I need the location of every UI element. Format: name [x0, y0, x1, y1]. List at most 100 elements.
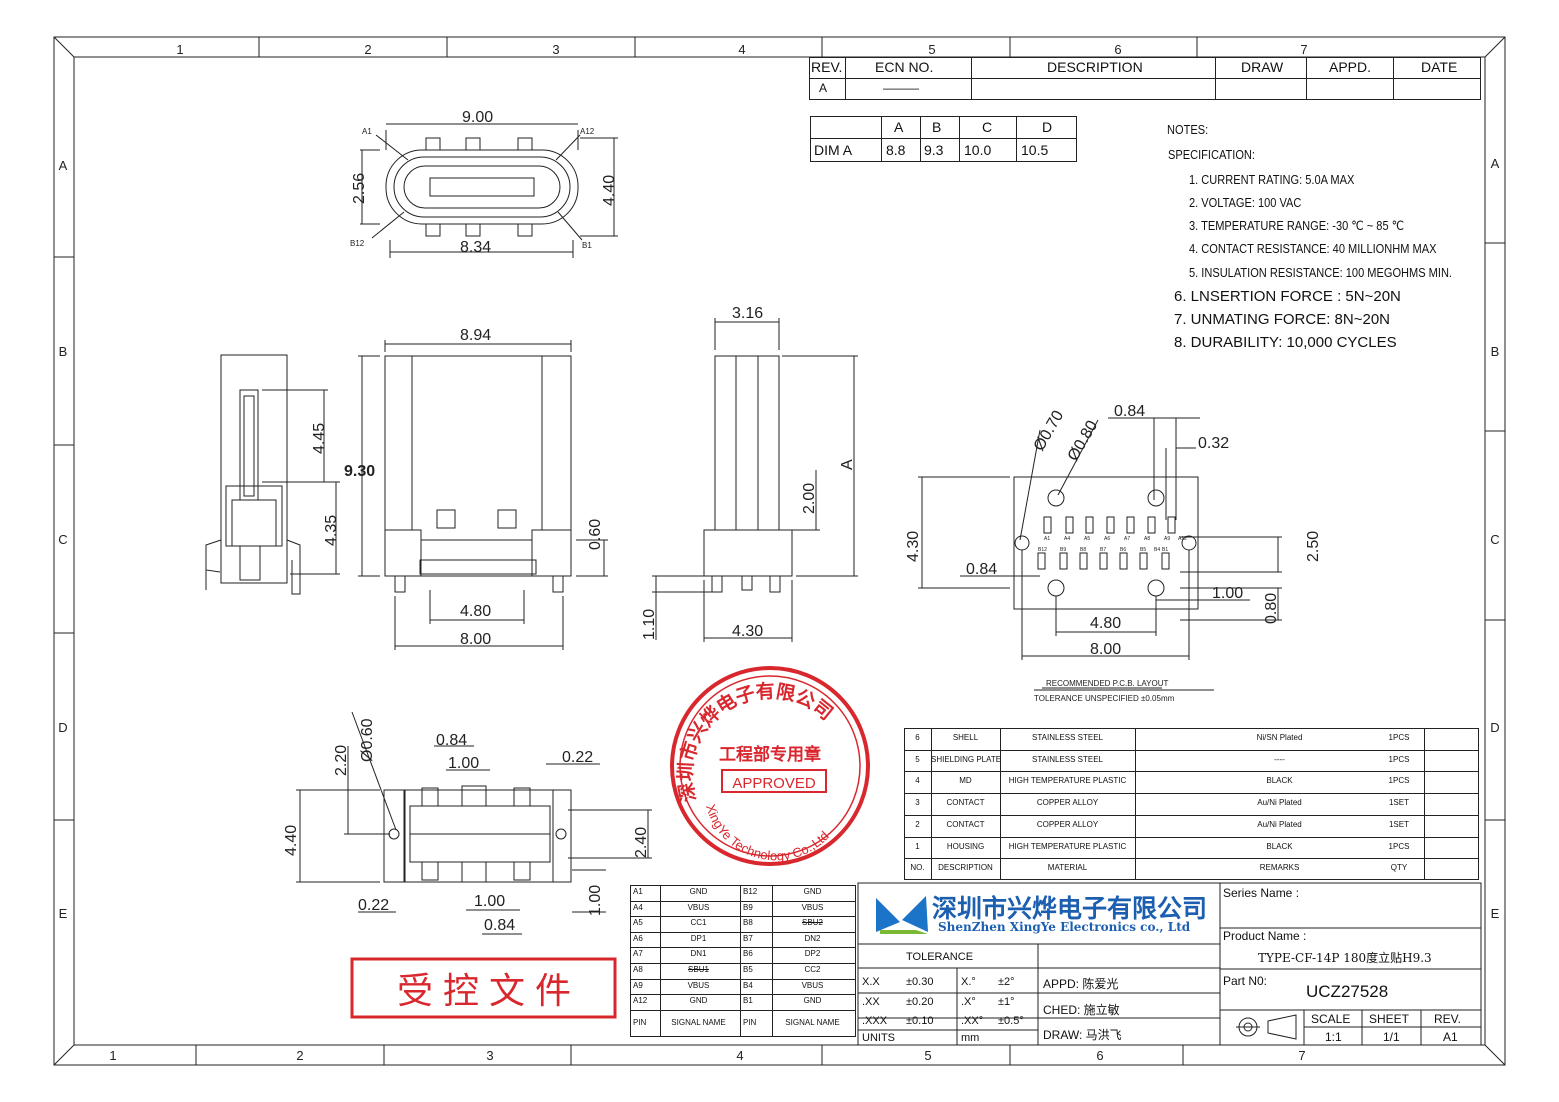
pin-cell: VBUS [687, 980, 710, 990]
revision-table: REV. ECN NO. DESCRIPTION DRAW APPD. DATE… [809, 57, 1481, 100]
bom-cell: 1PCS [1388, 776, 1410, 786]
bom-cell: STAINLESS STEEL [1032, 754, 1103, 764]
svg-text:A4: A4 [1064, 536, 1070, 542]
pin-cell: B7 [743, 933, 753, 943]
dim-top-width: 9.00 [462, 109, 493, 126]
bom-header-cell: DESCRIPTION [938, 863, 993, 873]
svg-text:1.00: 1.00 [587, 885, 604, 916]
bom-cell: HIGH TEMPERATURE PLASTIC [1008, 776, 1127, 786]
bom-header-cell: QTY [1390, 863, 1408, 873]
svg-text:1.00: 1.00 [474, 893, 505, 910]
pin-cell: B4 [743, 980, 753, 990]
svg-text:0.22: 0.22 [358, 897, 389, 914]
svg-text:0.60: 0.60 [587, 519, 604, 550]
bottom-view [296, 711, 652, 935]
pin-cell: SBU2 [802, 918, 823, 928]
company-name-cn: 深圳市兴烨电子有限公司 [932, 894, 1208, 923]
pin-cell: DN1 [690, 949, 707, 959]
bom-cell: MD [959, 776, 972, 786]
pin-footer-cell: PIN [633, 1017, 647, 1027]
pin-cell: GND [803, 887, 822, 896]
svg-text:3: 3 [486, 1048, 493, 1063]
svg-text:A12: A12 [1178, 536, 1187, 542]
svg-text:A8: A8 [1144, 536, 1150, 542]
outer-frame [53, 36, 1506, 1066]
pin-cell: CC1 [690, 918, 707, 928]
bom-cell: 1 [915, 841, 920, 851]
svg-text:0.84: 0.84 [1114, 403, 1145, 420]
svg-text:Ø0.80: Ø0.80 [1065, 418, 1102, 464]
svg-text:B7: B7 [1100, 547, 1106, 553]
svg-text:B6: B6 [1120, 547, 1126, 553]
svg-text:A12: A12 [580, 127, 595, 136]
svg-text:B5: B5 [1140, 547, 1146, 553]
bom-cell: COPPER ALLOY [1036, 798, 1099, 808]
svg-text:D: D [1490, 720, 1499, 735]
bom-header-cell: MATERIAL [1047, 863, 1088, 873]
svg-text:0.32: 0.32 [1198, 435, 1229, 452]
svg-text:E: E [59, 906, 68, 921]
controlled-doc-box [350, 957, 617, 1019]
bom-cell: 1PCS [1388, 733, 1410, 742]
bom-cell: SHELL [952, 733, 979, 742]
front-view [323, 340, 608, 650]
dim-table: A B C D DIM A 8.8 9.3 10.0 10.5 [810, 116, 1077, 162]
svg-text:1.00: 1.00 [1212, 585, 1243, 602]
svg-text:8.94: 8.94 [460, 327, 491, 344]
svg-text:Ø0.60: Ø0.60 [359, 718, 376, 762]
pin-cell: A1 [633, 887, 643, 896]
pin-footer-cell: SIGNAL NAME [785, 1017, 840, 1027]
dim-top-h: 2.56 [351, 173, 368, 204]
svg-text:0.84: 0.84 [484, 917, 515, 934]
svg-text:0.84: 0.84 [436, 732, 467, 749]
bom-cell: Au/Ni Plated [1257, 798, 1302, 808]
pin-footer-cell: PIN [743, 1017, 757, 1027]
bom-cell: 3 [915, 798, 920, 808]
bom-cell: BLACK [1266, 841, 1293, 851]
pin-cell: VBUS [801, 980, 824, 990]
pin-cell: SBU1 [688, 965, 709, 974]
svg-text:4.45: 4.45 [311, 423, 328, 454]
svg-text:2.50: 2.50 [1305, 531, 1322, 562]
svg-text:工程部专用章: 工程部专用章 [719, 744, 821, 764]
bom-header-cell: NO. [910, 863, 925, 873]
bom-cell: 2 [915, 819, 920, 829]
company-logo [876, 896, 928, 934]
pin-cell: A4 [633, 902, 643, 912]
svg-text:B8: B8 [1080, 547, 1086, 553]
pin-cell: B8 [743, 918, 753, 928]
svg-text:A: A [839, 459, 856, 470]
company-name-en: ShenZhen XingYe Electronics co., Ltd [938, 920, 1191, 934]
svg-text:4.30: 4.30 [905, 531, 922, 562]
svg-text:4: 4 [738, 42, 745, 57]
svg-text:E: E [1491, 906, 1500, 921]
top-view [360, 123, 618, 258]
svg-text:A1: A1 [1044, 536, 1050, 542]
pin-cell: B1 [743, 996, 753, 1006]
inner-frame [73, 56, 1486, 1046]
pin-cell: VBUS [801, 902, 824, 912]
svg-text:A: A [1491, 156, 1500, 171]
svg-text:A: A [59, 158, 68, 173]
bom-cell: 1PCS [1388, 754, 1410, 764]
svg-text:B1: B1 [1162, 547, 1168, 553]
svg-text:3.16: 3.16 [732, 305, 763, 322]
bom-cell: SHIELDING PLATE [931, 754, 1000, 764]
svg-text:2.40: 2.40 [633, 827, 650, 858]
svg-text:B12: B12 [1038, 547, 1047, 553]
pin-cell: B12 [743, 887, 758, 896]
svg-text:A7: A7 [1124, 536, 1130, 542]
svg-text:4.80: 4.80 [1090, 615, 1121, 632]
svg-text:1: 1 [176, 42, 183, 57]
pin-cell: A6 [633, 933, 643, 943]
svg-text:B: B [59, 344, 68, 359]
pin-cell: DN2 [804, 933, 821, 943]
left-profile-view [205, 354, 340, 595]
bom-cell: CONTACT [946, 819, 985, 829]
svg-text:0.84: 0.84 [966, 561, 997, 578]
bom-cell: ---- [1274, 754, 1285, 764]
svg-text:0.80: 0.80 [1263, 593, 1280, 624]
